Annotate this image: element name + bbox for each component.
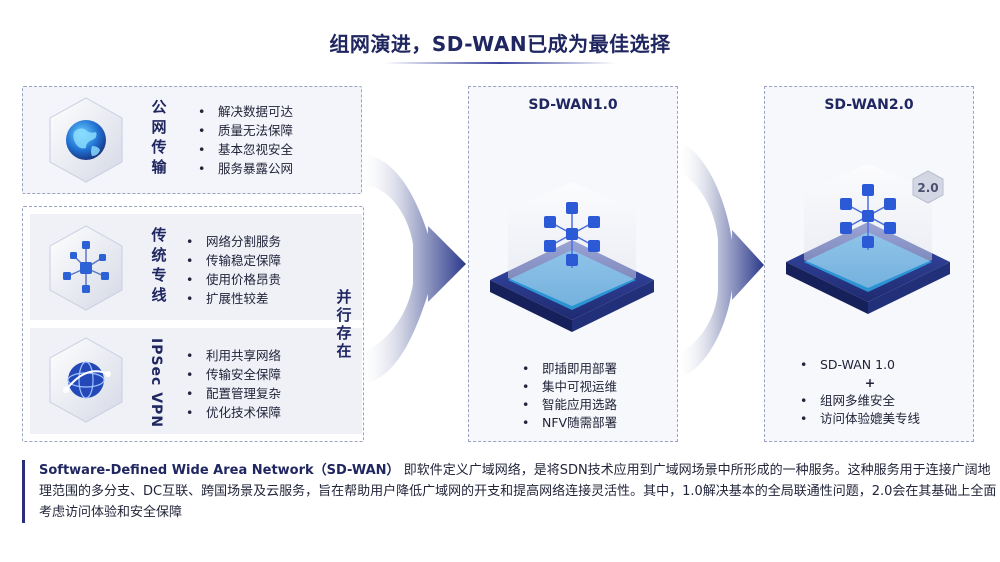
version-badge-icon: 2.0 [912,170,944,204]
coexist-label: 并 行 存 在 [336,288,352,360]
sdwan1-title: SD-WAN1.0 [528,97,618,113]
upgrade-arrow-icon [676,140,764,380]
sdwan2-title: SD-WAN2.0 [824,97,914,113]
sdwan1-features: 即插即用部署 集中可视运维 智能应用选路 NFV随需部署 [522,360,617,432]
leased-line-features: 网络分割服务 传输稳定保障 使用价格昂贵 扩展性较差 [186,232,281,308]
list-item: 扩展性较差 [186,289,281,308]
list-item: 基本忽视安全 [198,140,293,159]
page-title: 组网演进，SD-WAN已成为最佳选择 [329,32,671,56]
list-item: 智能应用选路 [522,396,617,414]
public-network-features: 解决数据可达 质量无法保障 基本忽视安全 服务暴露公网 [198,102,293,178]
list-item: 传输安全保障 [186,365,281,384]
sdwan-term: Software-Defined Wide Area Network（SD-WA… [39,463,400,478]
list-item: 配置管理复杂 [186,384,281,403]
list-item: 利用共享网络 [186,346,281,365]
list-item: 即插即用部署 [522,360,617,378]
description-text: 即软件定义广域网络，是将SDN技术应用到广域网场景中所形成的一种服务。这种服务用… [39,463,997,520]
list-item: 传输稳定保障 [186,251,281,270]
list-item: 解决数据可达 [198,102,293,121]
merge-arrow-icon [358,154,466,384]
list-item: 质量无法保障 [198,121,293,140]
globe-icon [49,97,123,183]
version-badge-text: 2.0 [917,181,938,195]
list-item: 使用价格昂贵 [186,270,281,289]
ipsec-features: 利用共享网络 传输安全保障 配置管理复杂 优化技术保障 [186,346,281,422]
list-item: SD-WAN 1.0 [800,356,940,374]
sdwan1-platform-icon [490,182,654,332]
list-item: 优化技术保障 [186,403,281,422]
list-item: 组网多维安全 [800,392,940,410]
vpn-globe-icon [49,337,123,423]
list-item: 访问体验媲美专线 [800,410,940,428]
list-item: NFV随需部署 [522,414,617,432]
network-nodes-icon [49,225,123,311]
ipsec-label: IPSec VPN [148,338,164,429]
traditional-box [22,206,364,442]
sdwan2-features: SD-WAN 1.0 + 组网多维安全 访问体验媲美专线 [800,356,940,428]
list-item: 集中可视运维 [522,378,617,396]
title-underline [385,62,615,64]
list-item: 网络分割服务 [186,232,281,251]
plus-sign: + [864,375,876,390]
sdwan2-platform-icon [786,164,950,314]
description-paragraph: Software-Defined Wide Area Network（SD-WA… [22,460,999,523]
list-item: 服务暴露公网 [198,159,293,178]
